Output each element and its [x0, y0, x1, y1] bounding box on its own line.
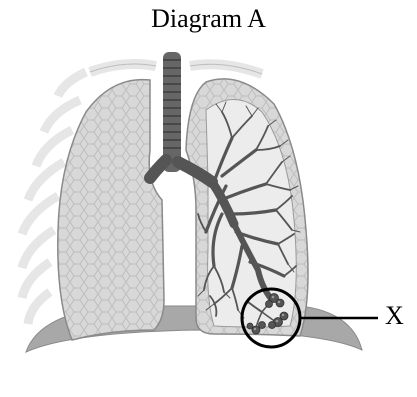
left-lung — [58, 80, 164, 340]
label-x: X — [385, 301, 404, 331]
trachea — [163, 52, 181, 172]
